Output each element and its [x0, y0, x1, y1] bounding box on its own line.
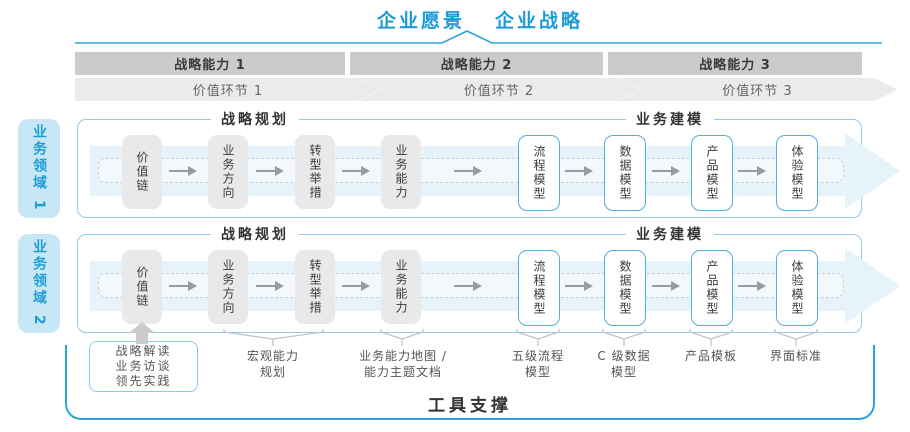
domain-2-modeling-header: 业务建模 [626, 224, 714, 244]
capability-bar-2: 战略能力 2 [350, 52, 603, 75]
header-titles: 企业愿景 企业战略 [75, 6, 885, 33]
top-connector-line [75, 30, 882, 44]
note-capability-map: 业务能力地图 / 能力主题文档 [359, 349, 447, 379]
domain-1-flow-band-arrowhead-icon [845, 133, 900, 209]
domain-2-planning-header: 战略规划 [211, 224, 299, 244]
box-experience-model: 体验模型 [776, 250, 818, 326]
note-c-level-data-model: C 级数据 模型 [597, 349, 651, 379]
bracket-connector-icon [516, 329, 560, 346]
box-value-chain: 价值链 [122, 135, 162, 209]
vision-title: 企业愿景 [376, 10, 465, 32]
flow-arrow-icon [652, 281, 680, 291]
bracket-connector-icon [380, 329, 424, 346]
box-data-model: 数据模型 [604, 135, 646, 211]
strategy-title: 企业战略 [495, 10, 584, 32]
note-product-template: 产品模板 [684, 349, 738, 363]
box-transformation-initiatives: 转型举措 [295, 135, 335, 209]
up-arrow-shaft [136, 333, 148, 344]
flow-arrow-icon [256, 166, 284, 176]
note-level5-process-model: 五级流程 模型 [511, 349, 565, 379]
box-process-model: 流程模型 [518, 135, 560, 211]
flow-arrow-icon [454, 281, 482, 291]
flow-arrow-icon [342, 281, 370, 291]
flow-arrow-icon [256, 281, 284, 291]
value-chevron-2: 价值环节 2 [358, 78, 640, 101]
flow-arrow-icon [738, 166, 766, 176]
flow-arrow-icon [652, 166, 680, 176]
domain-row-2: 战略规划 业务建模 价值链 业务方向 转型举措 业务能力 流程模型 数据模型 产… [77, 224, 900, 333]
domain-row-1: 战略规划 业务建模 价值链 业务方向 转型举措 业务能力 流程模型 数据模型 产… [77, 109, 900, 218]
box-product-model: 产品模型 [691, 135, 733, 211]
value-chevron-3: 价值环节 3 [617, 78, 898, 101]
box-business-direction: 业务方向 [208, 135, 248, 209]
practice-sources-box: 战略解读 业务访谈 领先实践 [89, 341, 198, 392]
flow-arrow-icon [565, 281, 593, 291]
domain-2-flow-band-arrowhead-icon [845, 248, 900, 324]
flow-arrow-icon [342, 166, 370, 176]
tool-support-tray [65, 345, 875, 420]
box-business-capability: 业务能力 [381, 250, 421, 324]
domain-label-2: 业务领域 2 [18, 234, 60, 333]
bracket-connector-icon [689, 329, 733, 346]
note-ui-standard: 界面标准 [769, 349, 823, 363]
capability-bar-3: 战略能力 3 [608, 52, 862, 75]
flow-arrow-icon [454, 166, 482, 176]
bracket-connector-icon [602, 329, 646, 346]
domain-1-modeling-header: 业务建模 [626, 109, 714, 129]
box-data-model: 数据模型 [604, 250, 646, 326]
tool-support-label: 工具支撑 [428, 396, 512, 416]
box-value-chain: 价值链 [122, 250, 162, 324]
box-business-capability: 业务能力 [381, 135, 421, 209]
box-process-model: 流程模型 [518, 250, 560, 326]
box-business-direction: 业务方向 [208, 250, 248, 324]
domain-1-planning-header: 战略规划 [211, 109, 299, 129]
flow-arrow-icon [169, 166, 197, 176]
flow-arrow-icon [169, 281, 197, 291]
box-experience-model: 体验模型 [776, 135, 818, 211]
up-arrow-icon [129, 322, 155, 333]
domain-label-1: 业务领域 1 [18, 119, 60, 218]
bracket-connector-icon [774, 329, 818, 346]
flow-arrow-icon [565, 166, 593, 176]
capability-bar-1: 战略能力 1 [75, 52, 345, 75]
box-transformation-initiatives: 转型举措 [295, 250, 335, 324]
bracket-connector-icon [223, 329, 324, 346]
note-macro-capability-planning: 宏观能力 规划 [246, 349, 300, 379]
value-chevron-1: 价值环节 1 [75, 78, 381, 101]
box-product-model: 产品模型 [691, 250, 733, 326]
flow-arrow-icon [738, 281, 766, 291]
